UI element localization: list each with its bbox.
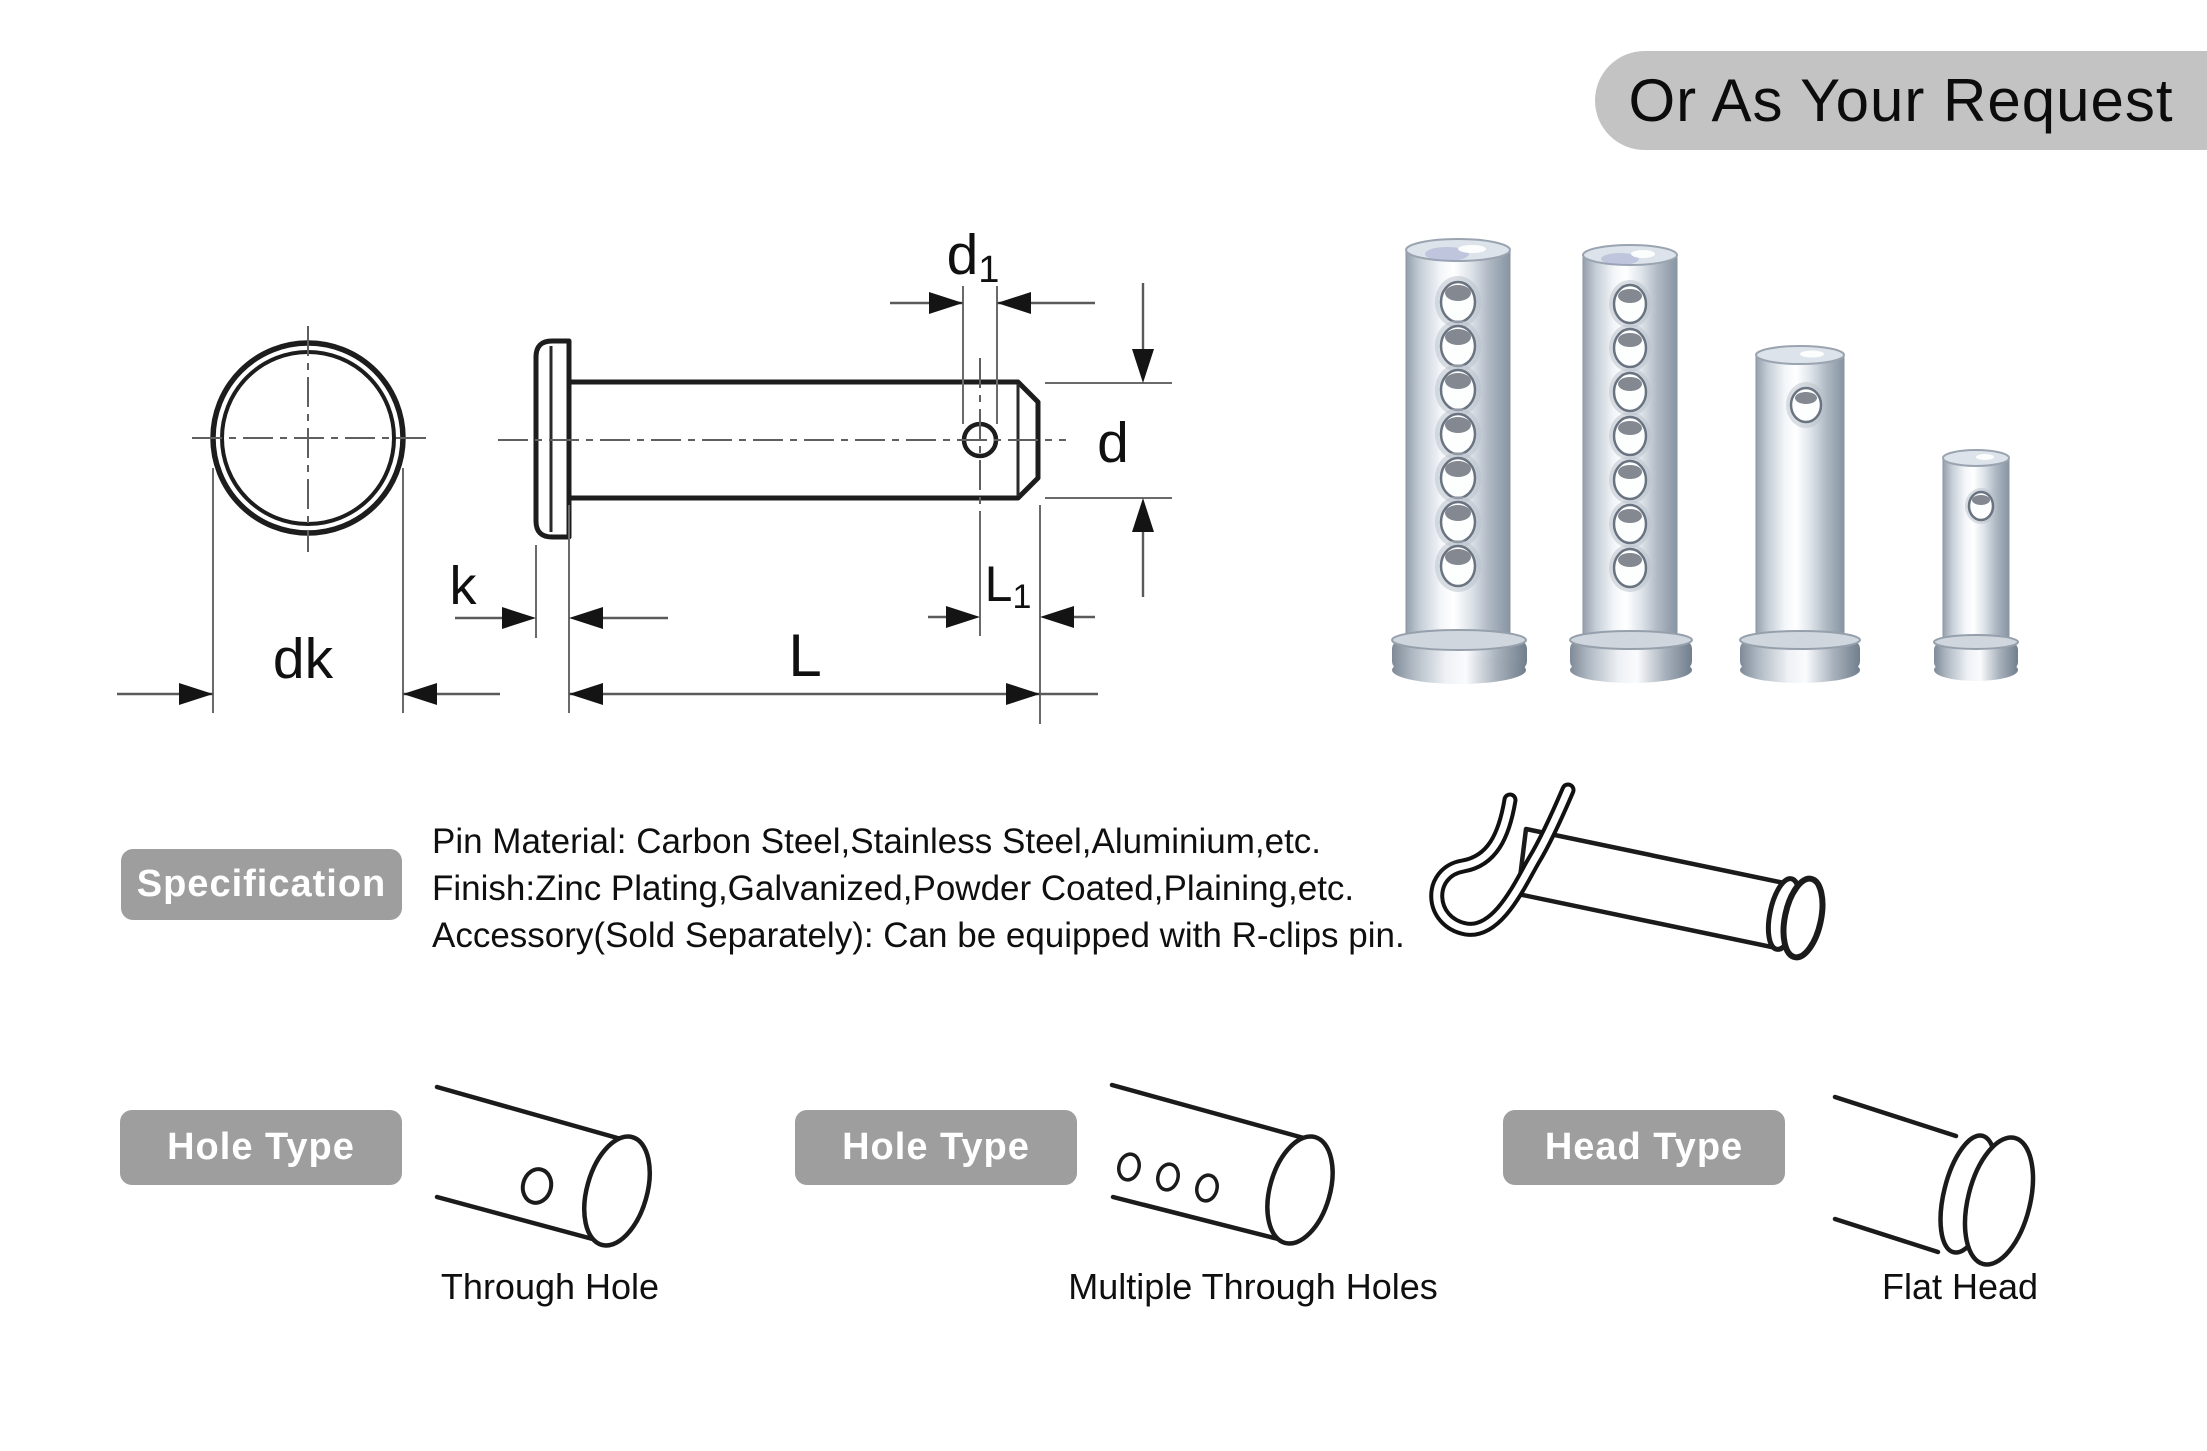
- section-label-hole-type-2: Hole Type: [795, 1110, 1077, 1185]
- pin-side-view: d1 d k L1 L: [450, 223, 1172, 724]
- dim-label-k: k: [450, 556, 478, 616]
- dim-label-d: d: [1097, 411, 1129, 475]
- pins-photo: [1391, 238, 2019, 684]
- through-hole-drawing: [434, 1084, 652, 1248]
- specification-heading-label: Specification: [121, 849, 402, 920]
- request-badge: Or As Your Request: [1595, 51, 2207, 150]
- dim-label-d1: d1: [947, 223, 1000, 291]
- section-label-hole-type-1: Hole Type: [120, 1110, 402, 1185]
- spec-line-material: Pin Material: Carbon Steel,Stainless Ste…: [432, 822, 1322, 861]
- pin-medium-single-hole: [1739, 345, 1861, 683]
- dim-label-dk: dk: [273, 627, 334, 691]
- caption-flat-head: Flat Head: [1881, 1266, 2039, 1307]
- multiple-through-holes-drawing: [1109, 1082, 1335, 1246]
- clevis-pin-technical-drawing: dk d1 d: [117, 223, 1172, 724]
- pin-long-multi-hole-1: [1391, 238, 1527, 684]
- caption-multiple-through-holes: Multiple Through Holes: [1068, 1266, 1438, 1307]
- caption-through-hole: Through Hole: [440, 1266, 660, 1307]
- flat-head-drawing: [1832, 1094, 2036, 1267]
- pin-short-single-hole: [1933, 449, 2019, 681]
- r-clip-pin-illustration: [1429, 782, 1826, 961]
- spec-line-accessory: Accessory(Sold Separately): Can be equip…: [432, 916, 1405, 955]
- spec-line-finish: Finish:Zinc Plating,Galvanized,Powder Co…: [432, 869, 1355, 908]
- pin-front-view: dk: [117, 326, 500, 713]
- pin-long-multi-hole-2: [1569, 244, 1693, 683]
- dim-label-L1: L1: [985, 556, 1032, 616]
- section-label-head-type: Head Type: [1503, 1110, 1785, 1185]
- dim-label-L: L: [788, 622, 821, 689]
